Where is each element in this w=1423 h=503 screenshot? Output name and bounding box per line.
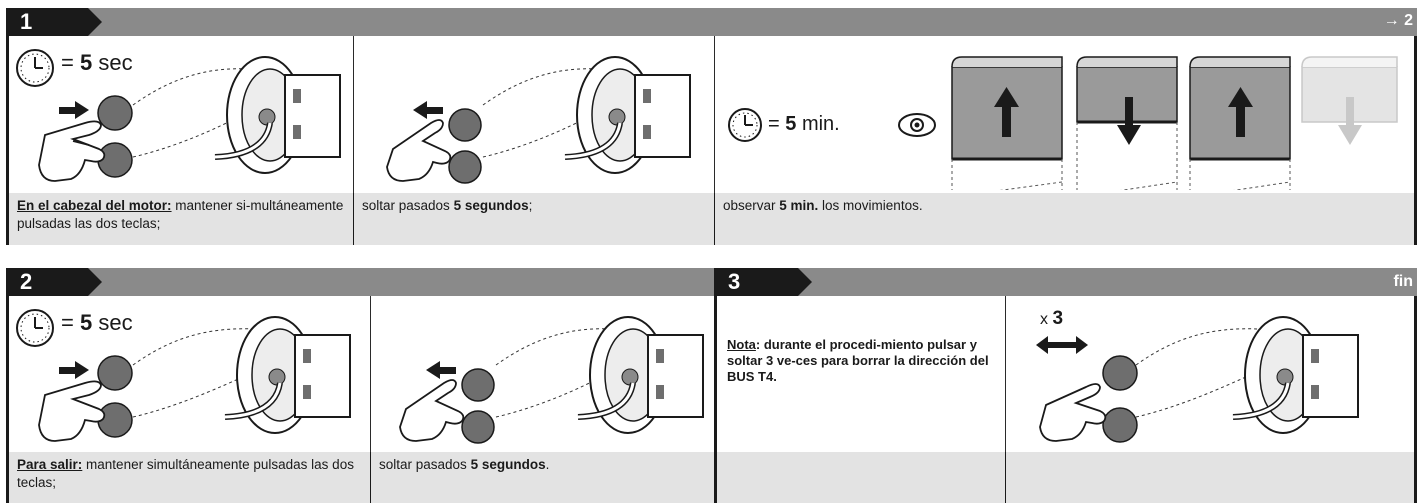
hand-icon: [38, 120, 106, 182]
arrow-left-icon: [426, 361, 456, 379]
double-arrow-icon: [1036, 336, 1088, 354]
arrow-right-icon: [59, 101, 89, 119]
blind-down-icon: [1076, 56, 1178, 198]
step1-panel3-timer-label: = 5 min.: [768, 113, 840, 135]
step1-badge: 1: [6, 8, 102, 36]
step1-header-bar: [6, 8, 1417, 36]
step1-right-edge: [1414, 36, 1417, 245]
step2-number: 2: [20, 269, 33, 294]
step3-left-edge: [714, 268, 717, 503]
step2-caption-1: Para salir: mantener simultáneamente pul…: [9, 452, 370, 503]
blind-down-icon: [1301, 56, 1398, 145]
step3-divider: [1005, 296, 1006, 503]
step3-header-bar: [716, 268, 1417, 296]
step2-caption-divider: [370, 452, 371, 503]
step3-end-label: fin: [1393, 273, 1413, 290]
blind-up-icon: [951, 56, 1063, 198]
step1-panel2-illustration: [365, 45, 705, 190]
step1-caption-divider-1: [353, 193, 354, 245]
step1-caption-3: observar 5 min. los movimientos.: [715, 193, 1414, 245]
arrow-left-icon: [413, 101, 443, 119]
step1-panel1-illustration: = 5 sec: [15, 45, 345, 190]
motor-icon: [214, 56, 341, 174]
step2-panel2-illustration: [378, 305, 713, 450]
step3-number: 3: [728, 269, 741, 294]
step1-left-edge: [6, 36, 9, 245]
blind-up-icon: [1189, 56, 1291, 198]
step3-caption-divider: [1005, 452, 1006, 503]
step2-badge: 2: [6, 268, 102, 296]
clock-icon: [16, 309, 54, 347]
clock-icon: [16, 49, 54, 87]
step3-repeat-label: x 3: [1040, 308, 1064, 329]
step2-caption-2: soltar pasados 5 segundos.: [371, 452, 716, 503]
step1-next-label: → 2: [1383, 12, 1413, 29]
step2-timer-label: = 5 sec: [61, 310, 133, 335]
step3-right-edge: [1414, 296, 1417, 503]
step1-caption-2: soltar pasados 5 segundos;: [354, 193, 714, 245]
step1-divider-2: [714, 36, 715, 245]
eye-icon: [898, 113, 936, 137]
step1-number: 1: [20, 9, 33, 34]
arrow-right-icon: [59, 361, 89, 379]
step1-caption-divider-2: [714, 193, 715, 245]
step3-caption-2: [1006, 452, 1414, 503]
step3-caption-1: [717, 452, 1005, 503]
step2-divider-1: [370, 296, 371, 503]
step3-illustration: x 3: [1018, 305, 1408, 450]
step2-panel1-illustration: = 5 sec: [15, 305, 360, 450]
step3-note: Nota: durante el procedi-miento pulsar y…: [727, 337, 989, 384]
step2-header-bar: [6, 268, 716, 296]
step1-panel3-illustration: = 5 min.: [722, 45, 1410, 198]
step1-divider-1: [353, 36, 354, 245]
step1-caption-1: En el cabezal del motor: mantener si-mul…: [9, 193, 353, 245]
clock-icon: [728, 108, 762, 142]
step3-badge: 3: [716, 268, 812, 296]
step1-timer-label: = 5 sec: [61, 50, 133, 75]
step2-left-edge: [6, 296, 9, 503]
